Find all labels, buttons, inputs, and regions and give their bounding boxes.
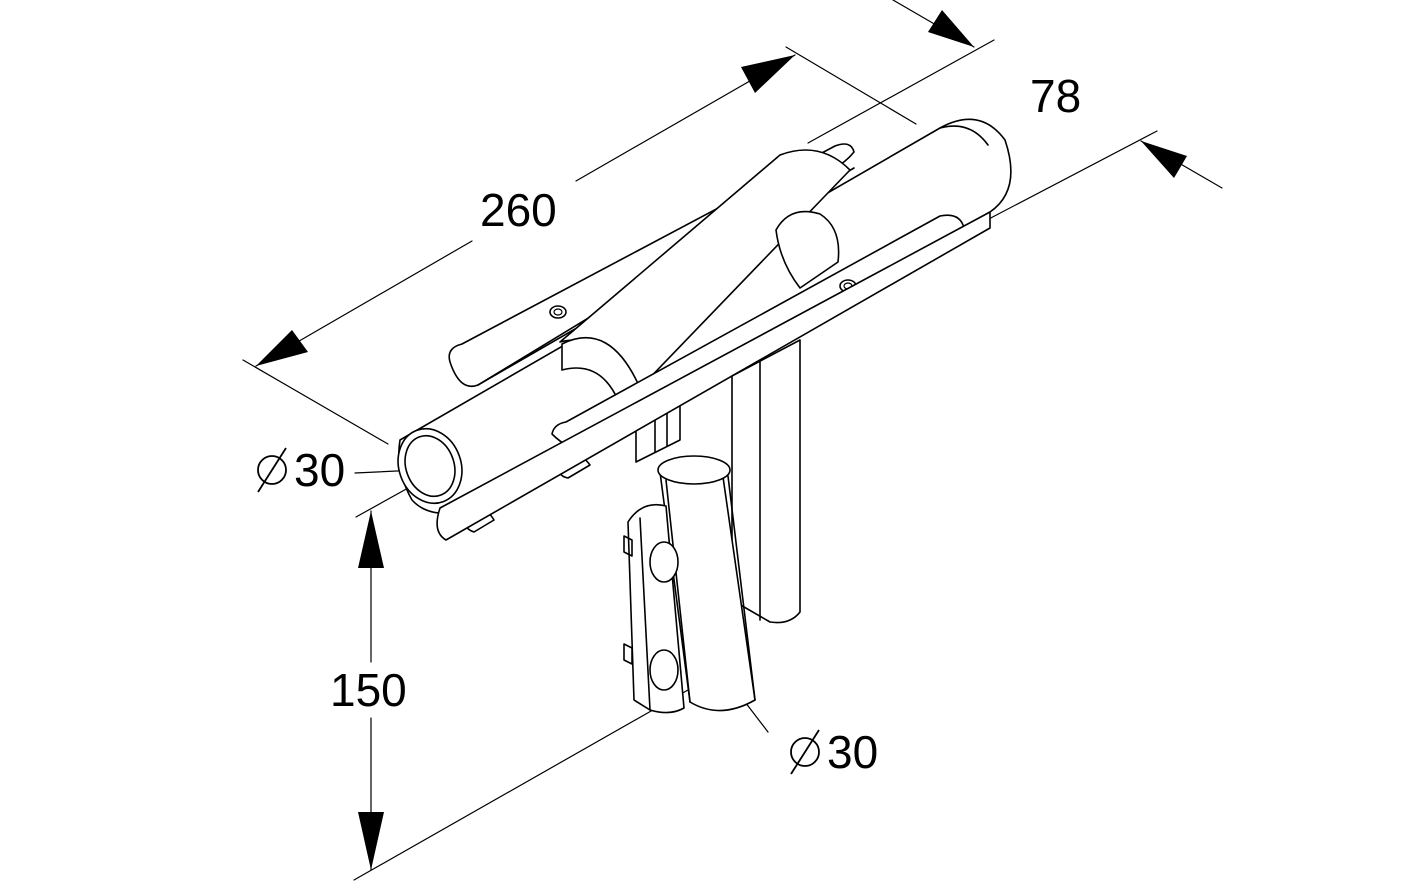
arrow-78-top: [928, 10, 974, 47]
dimension-78: 78: [807, 0, 1223, 222]
arrow-150-bottom: [358, 812, 384, 870]
diameter-icon: [257, 455, 287, 485]
extension-line-78-top: [807, 39, 995, 144]
extension-line-78-bottom: [984, 130, 1158, 222]
dimension-150: 150: [330, 461, 689, 881]
dimension-150-label: 150: [330, 664, 407, 716]
dimension-78-label: 78: [1030, 70, 1081, 122]
vertical-clamp-bracket: [623, 503, 685, 714]
vertical-tube: [657, 339, 801, 712]
extension-line-left: [242, 359, 389, 445]
arrow-260-left: [256, 330, 308, 366]
tee-connector-part: [397, 118, 1012, 714]
diameter-vertical-label: 30: [827, 726, 878, 778]
extension-line-150-bottom: [353, 689, 689, 881]
extension-line-right: [785, 46, 917, 125]
diameter-horizontal-label: 30: [294, 444, 345, 496]
arrow-260-right: [741, 55, 795, 93]
lower-rod: [436, 211, 991, 541]
diameter-icon: [790, 737, 820, 767]
dimension-diameter-horizontal: 30: [257, 444, 419, 496]
arrow-150-top: [358, 511, 384, 568]
dimension-260: 260: [242, 46, 917, 445]
arrow-78-bottom: [1141, 141, 1187, 178]
dimension-260-label: 260: [480, 184, 557, 236]
dimension-diameter-vertical: 30: [741, 697, 878, 778]
middle-saddle: [559, 149, 851, 401]
